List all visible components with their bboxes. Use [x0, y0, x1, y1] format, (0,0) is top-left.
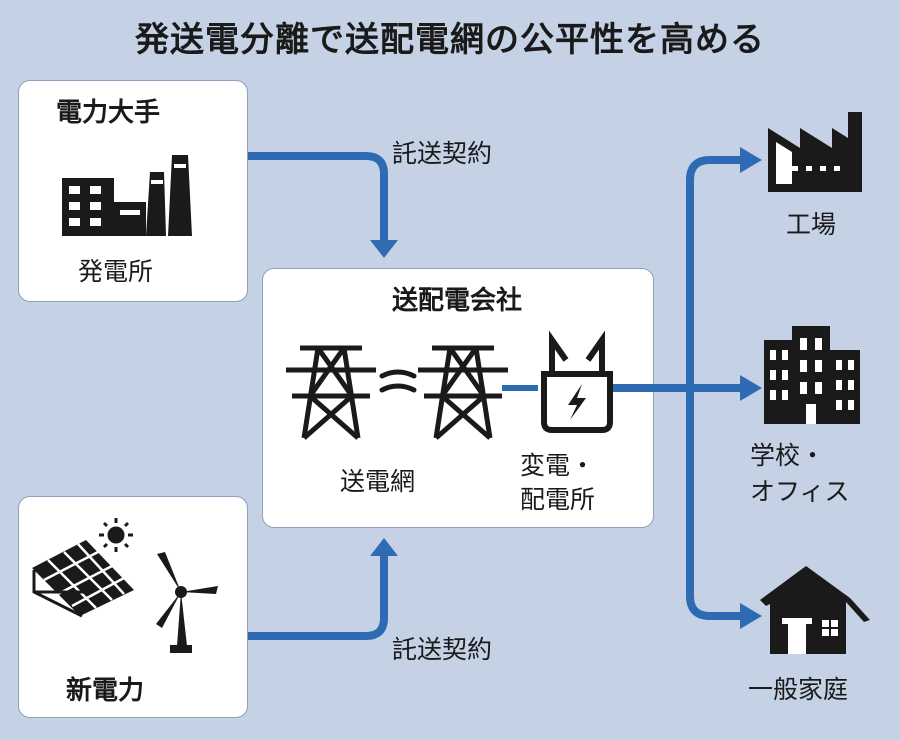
- substation-label-line1: 変電・: [520, 451, 596, 480]
- wind-turbine-icon: [156, 552, 218, 653]
- transmission-tower-icon: [286, 345, 376, 440]
- solar-panel-icon: [32, 540, 134, 618]
- school-label-line1: 学校・: [750, 441, 826, 470]
- major-power-label: 電力大手: [56, 98, 161, 128]
- school-label-line2: オフィス: [750, 477, 850, 506]
- grid-company-label: 送配電会社: [392, 286, 523, 316]
- power-plant-label: 発電所: [78, 257, 154, 286]
- factory-icon: [768, 112, 862, 192]
- contract-arrow-top: [248, 152, 398, 258]
- power-plant-icon: [62, 155, 192, 236]
- wire-symbol-icon: [379, 369, 417, 393]
- network-label: 送電網: [340, 467, 416, 496]
- home-label: 一般家庭: [748, 675, 849, 704]
- page-title: 発送電分離で送配電網の公平性を高める: [135, 20, 765, 60]
- new-power-box: [18, 496, 248, 718]
- office-building-icon: [764, 326, 860, 424]
- new-power-label: 新電力: [66, 676, 145, 706]
- house-icon: [760, 566, 870, 654]
- substation-icon: [541, 330, 613, 433]
- transmission-tower-icon: [418, 345, 508, 440]
- sun-icon: [99, 518, 133, 552]
- contract-label-top: 託送契約: [392, 139, 493, 168]
- contract-arrow-bottom: [248, 538, 398, 640]
- distribution-arrows: [610, 147, 762, 629]
- factory-label: 工場: [786, 210, 837, 239]
- substation-label-line2: 配電所: [520, 485, 596, 514]
- major-power-box: [18, 80, 248, 302]
- contract-label-bottom: 託送契約: [392, 635, 493, 664]
